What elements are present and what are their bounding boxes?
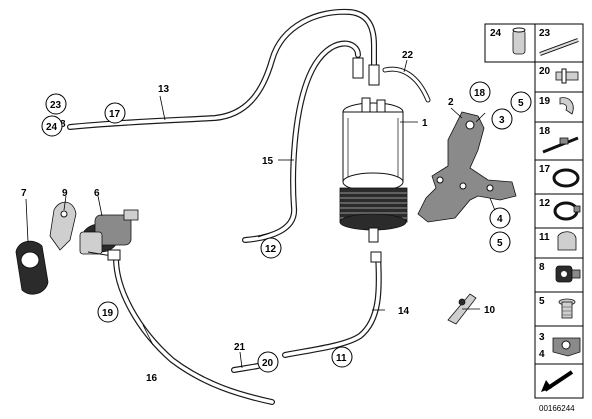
- panel-cell-11[interactable]: 11: [534, 227, 584, 259]
- fuel-pump[interactable]: [79, 209, 139, 261]
- callout-6: 6: [94, 188, 100, 199]
- svg-text:5: 5: [518, 98, 524, 109]
- callout-5-top-circle: 5: [510, 91, 532, 113]
- next-page-arrow-icon[interactable]: [534, 363, 584, 399]
- callout-8: 8: [60, 119, 66, 130]
- callout-9: 9: [62, 188, 68, 199]
- svg-text:17: 17: [109, 109, 121, 120]
- panel-cell-3-4[interactable]: 3 4: [534, 325, 584, 365]
- panel-cell-20[interactable]: 20: [534, 61, 584, 93]
- callout-18-circle: 18: [469, 81, 491, 103]
- svg-text:24: 24: [46, 122, 58, 133]
- image-id: 00166244: [539, 404, 575, 413]
- hose-15-top-fitting: [352, 57, 380, 86]
- panel-cell-19[interactable]: 19: [534, 91, 584, 123]
- callout-labels: 13 1 2 15 22 7 9 6 10 14 16 21 8: [21, 50, 496, 384]
- callout-10: 10: [484, 305, 496, 316]
- callout-3-circle: 3: [491, 108, 513, 130]
- svg-text:19: 19: [102, 308, 114, 319]
- svg-text:24: 24: [490, 28, 502, 39]
- svg-text:17: 17: [539, 164, 551, 175]
- circled-callouts: 23 24 17 18 5 3 4 5 12 19 20 11: [41, 81, 532, 373]
- svg-text:5: 5: [497, 238, 503, 249]
- svg-text:3: 3: [499, 115, 505, 126]
- callout-5-circle: 5: [489, 231, 511, 253]
- svg-text:23: 23: [539, 28, 551, 39]
- callout-11-circle: 11: [331, 346, 353, 368]
- panel-cell-12[interactable]: 12: [534, 193, 584, 229]
- pump-clip[interactable]: [49, 201, 77, 251]
- panel-cell-8[interactable]: 8: [534, 257, 584, 293]
- panel-cell-23[interactable]: 23: [534, 23, 584, 63]
- hose-15[interactable]: [242, 40, 361, 243]
- hose-21[interactable]: [231, 363, 261, 373]
- callout-19-circle: 19: [97, 301, 119, 323]
- callout-2: 2: [448, 97, 454, 108]
- svg-text:20: 20: [262, 358, 274, 369]
- hose-16[interactable]: [113, 255, 275, 405]
- callout-22: 22: [402, 50, 414, 61]
- callout-13: 13: [158, 84, 170, 95]
- panel-cell-18[interactable]: 18: [534, 121, 584, 161]
- pump-rubber-boot[interactable]: [15, 240, 49, 295]
- callout-16: 16: [146, 373, 158, 384]
- hose-11[interactable]: [282, 252, 382, 358]
- callout-1: 1: [422, 118, 428, 129]
- leader-lines: [25, 59, 497, 369]
- svg-text:23: 23: [50, 100, 62, 111]
- panel-cell-5[interactable]: 5: [534, 291, 584, 327]
- svg-text:20: 20: [539, 66, 551, 77]
- hose-22[interactable]: [382, 66, 431, 103]
- svg-text:4: 4: [539, 349, 545, 360]
- svg-text:12: 12: [539, 198, 551, 209]
- filter-bracket[interactable]: [417, 111, 517, 223]
- callout-23-circle: 23: [45, 93, 67, 115]
- svg-text:19: 19: [539, 96, 551, 107]
- parts-panel: 24 23 20 19 18: [484, 23, 584, 413]
- callout-20-circle: 20: [257, 351, 279, 373]
- callout-7: 7: [21, 188, 27, 199]
- svg-text:11: 11: [539, 232, 550, 243]
- svg-text:11: 11: [336, 353, 347, 364]
- hose-13[interactable]: [67, 8, 377, 130]
- svg-text:8: 8: [539, 262, 545, 273]
- panel-cell-17[interactable]: 17: [534, 159, 584, 195]
- callout-17-circle: 17: [104, 102, 126, 124]
- callout-14: 14: [398, 306, 410, 317]
- callout-21: 21: [234, 342, 246, 353]
- svg-text:18: 18: [474, 88, 486, 99]
- svg-text:5: 5: [539, 296, 545, 307]
- callout-4-circle: 4: [489, 207, 511, 229]
- panel-cell-24[interactable]: 24: [484, 23, 536, 63]
- fuel-filter[interactable]: [339, 97, 408, 263]
- callout-24-circle: 24: [41, 115, 63, 137]
- svg-text:4: 4: [497, 214, 503, 225]
- callout-12-circle: 12: [260, 237, 282, 259]
- callout-15: 15: [262, 156, 274, 167]
- svg-text:3: 3: [539, 332, 545, 343]
- svg-text:18: 18: [539, 126, 551, 137]
- svg-text:12: 12: [265, 244, 277, 255]
